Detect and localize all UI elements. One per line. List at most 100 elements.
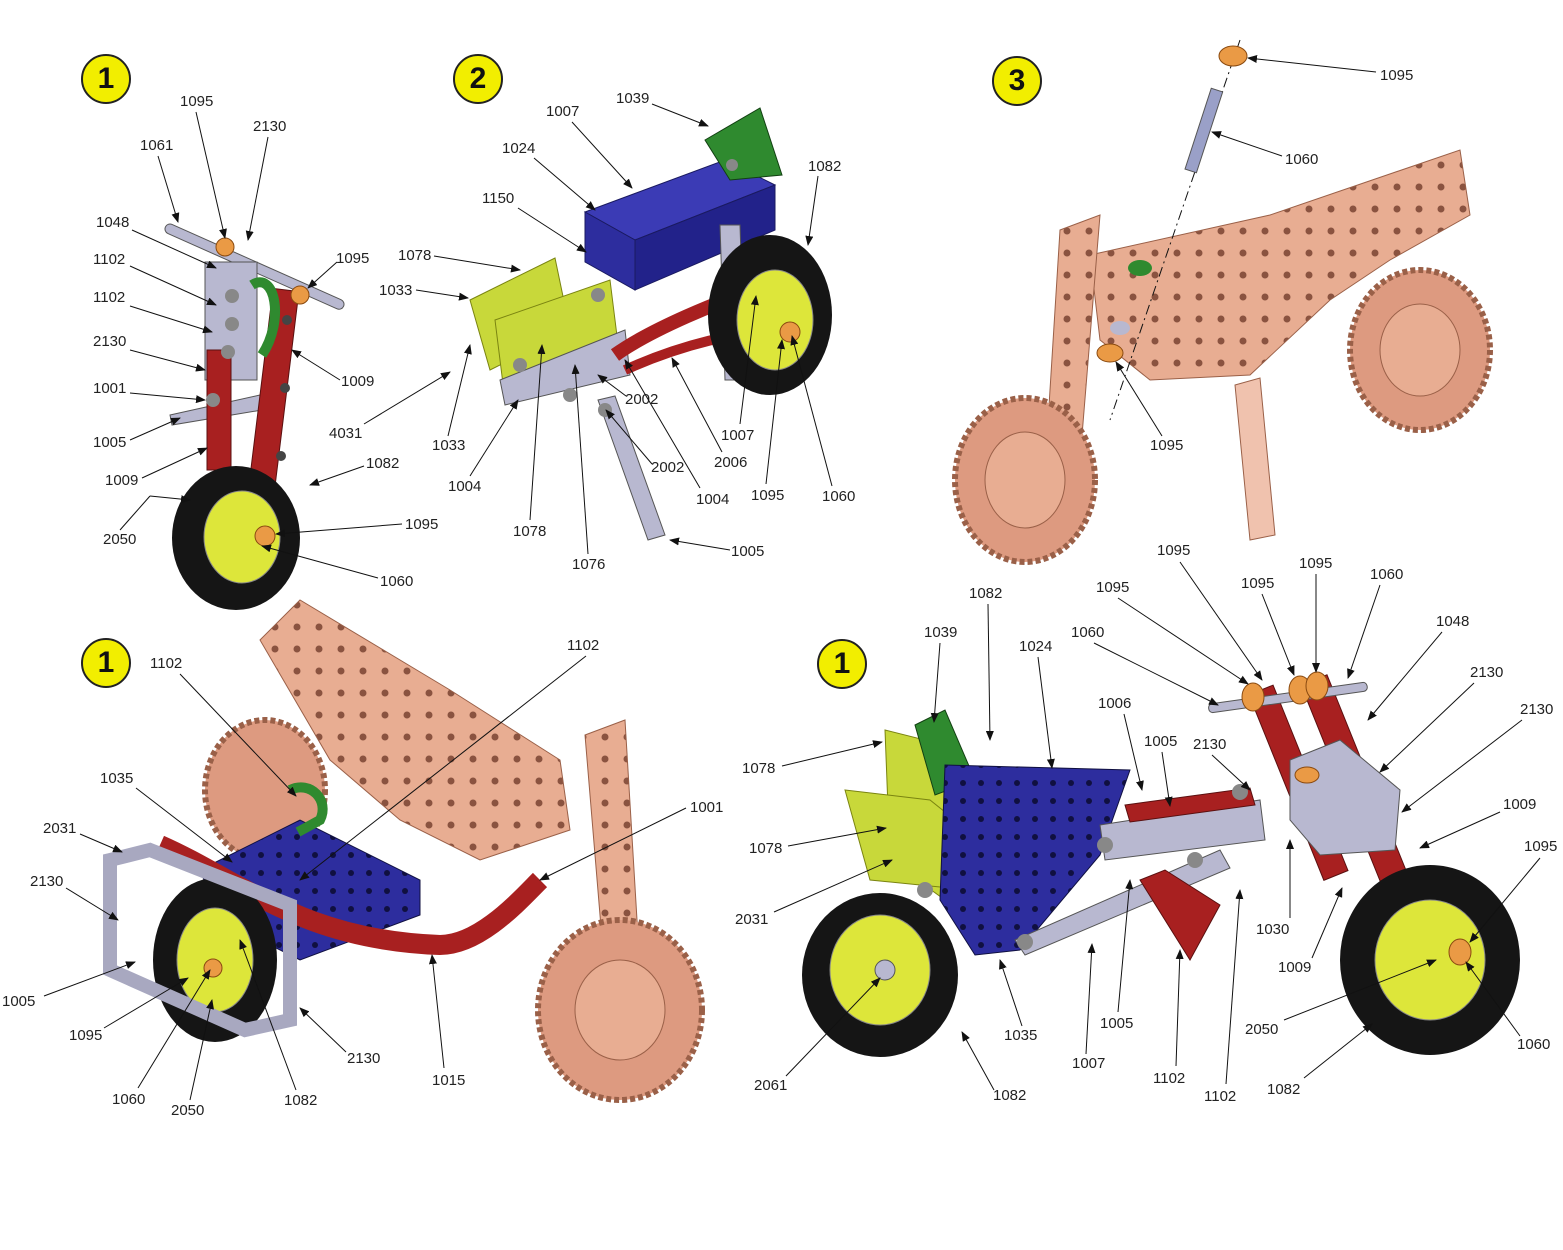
silver-plate [499,329,631,406]
leader-line [1037,656,1055,769]
leader-line [307,261,338,289]
green-bracket [704,107,783,181]
part-label: 1078 [742,760,775,777]
front-wheel-hub [984,431,1066,529]
leader-line [137,969,211,1089]
leader-line [930,642,941,723]
sidecar-rear-illustration [103,599,705,1103]
part-label: 1015 [432,1072,465,1089]
leader-line [1161,751,1173,807]
step-number-badge: 3 [992,56,1042,106]
part-label: 1004 [696,491,729,508]
combine-callouts: 1095 1060 1095 [1115,55,1413,454]
part-label: 1082 [1267,1081,1300,1098]
leader-line [985,603,994,741]
part-label: 1095 [1380,67,1413,84]
collar [1448,938,1472,966]
collar [215,237,235,257]
part-label: 1005 [93,434,126,451]
leader-line [103,977,189,1029]
leader-line [1367,631,1443,721]
front-wheel-hub [574,959,666,1061]
leader-line [1303,1023,1373,1079]
green-curved-strip [249,277,280,358]
silver-frame [103,842,297,1038]
collar [1096,343,1124,363]
leader-line [299,655,587,881]
silver-angle-girder [597,395,666,541]
part-label: 1006 [1098,695,1131,712]
part-label: 2031 [735,911,768,928]
leader-line [1115,361,1163,437]
leader-line [1379,682,1475,773]
leader-line [469,399,519,477]
bolt [1017,934,1033,950]
leader-line [961,1031,995,1091]
collar [1294,766,1320,784]
step-number: 3 [1008,64,1026,97]
leader-line [275,523,403,538]
leader-line [539,807,687,881]
part-label: 1024 [502,140,535,157]
leader-line [1117,597,1249,685]
leader-line [517,207,587,253]
axle [1208,681,1368,714]
leader-line [119,495,151,531]
collar [290,285,310,305]
leader-line [1261,593,1295,676]
leader-line [1247,55,1377,73]
leader-line [671,357,723,453]
part-label: 1060 [112,1091,145,1108]
leader-line [1093,642,1219,706]
bolt [563,388,577,402]
collar [1241,682,1265,712]
part-label: 1001 [93,380,126,397]
part-label: 1060 [1071,624,1104,641]
collar [1305,671,1329,701]
axle-end [874,959,896,981]
part-label: 1001 [690,799,723,816]
leader-line [1283,959,1437,1021]
collar [203,958,223,978]
step-number-badge: 1 [817,639,867,689]
leader-line [624,359,701,489]
leader-line [149,495,191,504]
front-fork-illustration [164,223,345,610]
red-strip-left [206,349,232,471]
part-label: 1082 [284,1092,317,1109]
part-label: 1005 [1100,1015,1133,1032]
leader-line [65,887,119,921]
part-label: 1060 [1285,151,1318,168]
leader-line [773,859,893,913]
rod [1184,87,1224,174]
leader-line [261,544,379,579]
part-label: 1060 [1517,1036,1550,1053]
part-label: 1035 [100,770,133,787]
leader-line [651,103,709,127]
bolt [225,317,239,331]
part-label: 1082 [969,585,1002,602]
frame-body [259,599,571,861]
leader-line [135,787,233,863]
part-label: 1095 [1299,555,1332,572]
red-bracket [1139,869,1221,961]
part-label: 1078 [513,523,546,540]
bolt [206,393,220,407]
part-label: 1039 [616,90,649,107]
part-label: 2130 [93,333,126,350]
bolt [221,345,235,359]
part-label: 1033 [379,282,412,299]
part-label: 2050 [103,531,136,548]
leader-line [291,349,341,381]
part-label: 2130 [1193,736,1226,753]
combine-illustration [952,39,1493,565]
leader-line [605,409,653,465]
collar [779,321,801,343]
step-number: 1 [97,62,115,95]
leader-line [790,335,833,487]
part-label: 2130 [347,1050,380,1067]
leader-line [1347,584,1381,679]
red-strip [1124,787,1256,823]
red-strip-hole [276,451,286,461]
